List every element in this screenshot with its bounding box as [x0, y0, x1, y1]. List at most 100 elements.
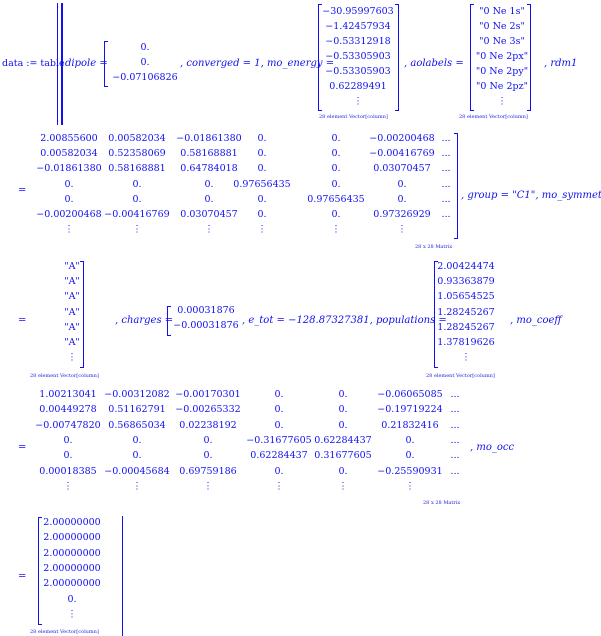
vector-entry: "A" [64, 276, 80, 288]
matrix-cell: 0. [397, 178, 407, 190]
dipole-bracket-left [104, 41, 108, 87]
matrix-cell: 2.00855600 [40, 133, 98, 144]
matrix-cell: ... [441, 133, 451, 144]
vector-entry: 0.62289491 [329, 81, 387, 92]
matrix-cell: 0. [257, 193, 267, 205]
equals-sign: = [18, 442, 27, 453]
matrix-cell: ⋮ [397, 224, 407, 236]
matrix-cell: 0. [257, 209, 267, 220]
matrix-cell: 0. [203, 450, 213, 462]
aolabels-bracket-left [470, 4, 474, 111]
matrix-cell: ⋮ [204, 224, 214, 236]
matrix-cell: 0. [64, 178, 74, 190]
mo-occ-bracket-left [38, 517, 42, 625]
vector-entry: "0 Ne 2px" [475, 51, 529, 62]
matrix-cell: −0.00265332 [175, 404, 241, 416]
vector-entry: ⋮ [67, 352, 77, 364]
matrix-cell: 0. [132, 434, 142, 446]
matrix-cell: 0.21832416 [381, 419, 439, 431]
matrix-cell: ... [441, 148, 451, 160]
equals-sign: = [18, 185, 27, 196]
vector-entry: "0 Ne 2pz" [476, 81, 528, 92]
group-text: , group = "C1", mo_symmetry [461, 190, 601, 201]
mo-coeff-label: , mo_coeff [510, 315, 562, 326]
matrix-cell: 0. [331, 133, 341, 144]
matrix-cell: ⋮ [64, 224, 74, 236]
vector-entry: 1.28245267 [437, 321, 495, 333]
matrix-cell: 0.00582034 [40, 148, 98, 160]
matrix-cell: 0. [338, 389, 348, 400]
matrix-cell: ... [450, 450, 460, 462]
table-paren-left [57, 3, 58, 125]
matrix-cell: 0.62284437 [314, 434, 372, 446]
matrix-cell: 0. [257, 148, 267, 160]
vector-entry: −0.07106826 [112, 72, 178, 83]
matrix-cell: 0. [405, 434, 415, 446]
vector-entry: "A" [64, 291, 80, 303]
vector-entry: "A" [64, 261, 80, 272]
vector-entry: 1.37819626 [437, 337, 495, 348]
vector-entry: "A" [64, 321, 80, 333]
rdm1-bracket-right [454, 133, 458, 239]
matrix-cell: 0.56865034 [108, 419, 166, 431]
vector-entry: "0 Ne 2s" [479, 21, 525, 32]
mo-symmetry-bracket-right [80, 261, 84, 368]
matrix-cell: 0. [274, 419, 284, 431]
matrix-cell: −0.19719224 [377, 404, 443, 416]
matrix-cell: ... [450, 404, 460, 416]
mo-occ-bracket-right [122, 516, 123, 636]
matrix-cell: −0.01861380 [176, 133, 242, 144]
aolabels-label: , aolabels = [404, 58, 464, 69]
matrix-cell: ⋮ [132, 224, 142, 236]
vector-entry: −0.53312918 [325, 36, 391, 47]
matrix-cell: −0.00747820 [35, 419, 101, 431]
matrix-cell: 0. [132, 450, 142, 462]
matrix-cell: 0.97656435 [233, 178, 291, 190]
matrix-cell: ... [441, 178, 451, 190]
vector-entry: ⋮ [461, 352, 471, 364]
vector-entry: ⋮ [497, 96, 507, 107]
matrix-cell: 0. [132, 193, 142, 205]
matrix-cell: 0. [405, 450, 415, 462]
matrix-cell: −0.00312082 [104, 389, 170, 400]
matrix-cell: 0. [257, 163, 267, 175]
matrix-cell: 0. [331, 163, 341, 175]
vector-entry: −0.53305903 [325, 66, 391, 77]
charges-bracket-left [167, 306, 171, 336]
matrix-cell: 0. [63, 450, 73, 462]
assignment-label: data := table [2, 58, 65, 69]
aolabels-bracket-right [527, 4, 531, 111]
matrix-cell: 0. [63, 434, 73, 446]
matrix-cell: −0.31677605 [246, 434, 312, 446]
vector-entry: "0 Ne 1s" [479, 6, 525, 17]
vector-entry: 0.00031876 [177, 305, 235, 316]
vector-entry: ⋮ [353, 96, 363, 107]
matrix-cell: ... [441, 193, 451, 205]
vector-entry: 2.00000000 [43, 517, 101, 528]
vector-entry: "A" [64, 337, 80, 348]
matrix-cell: ⋮ [257, 224, 267, 236]
equals-sign: = [18, 315, 27, 326]
matrix-cell: 0. [331, 148, 341, 160]
matrix-cell: 0.02238192 [179, 419, 237, 431]
matrix-cell: −0.00045684 [104, 465, 170, 477]
matrix-cell: ... [441, 209, 451, 220]
rdm1-label: , rdm1 [544, 58, 578, 69]
vector-entry: 1.28245267 [437, 306, 495, 318]
matrix-cell: 0.97326929 [373, 209, 431, 220]
table-paren-left-inner [61, 3, 63, 125]
vector-entry: −1.42457934 [325, 21, 391, 32]
vector-entry: 2.00000000 [43, 578, 101, 590]
matrix-cell: −0.00170301 [175, 389, 241, 400]
mo-energy-bracket-right [395, 4, 399, 111]
matrix-cell: ⋮ [331, 224, 341, 236]
etot-text: , e_tot = −128.87327381, populations = [242, 315, 447, 326]
rdm1-caption: 28 x 28 Matrix [415, 244, 453, 250]
matrix-cell: 0.03070457 [373, 163, 431, 175]
matrix-cell: ⋮ [63, 480, 73, 492]
matrix-cell: ... [450, 389, 460, 400]
matrix-cell: 0.64784018 [180, 163, 238, 175]
matrix-cell: 0.69759186 [179, 465, 237, 477]
vector-entry: 2.00424474 [437, 261, 495, 272]
vector-entry: 0.93363879 [437, 276, 495, 288]
